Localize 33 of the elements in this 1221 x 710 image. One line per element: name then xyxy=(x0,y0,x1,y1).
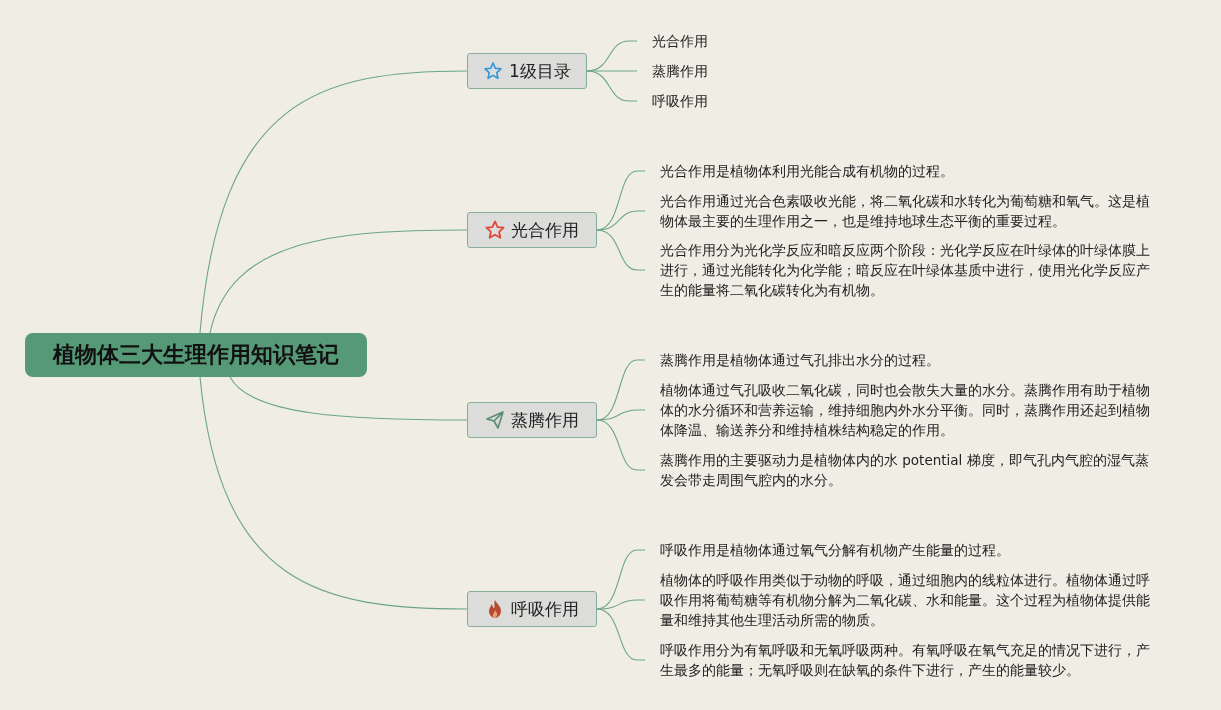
connector xyxy=(596,229,646,271)
topic-box xyxy=(467,591,597,627)
connector xyxy=(596,608,646,661)
note-text: 呼吸作用 xyxy=(652,92,708,111)
connector xyxy=(199,70,468,334)
topic-label: 光合作用 xyxy=(511,218,579,242)
note-text: 植物体的呼吸作用类似于动物的呼吸，通过细胞内的线粒体进行。植物体通过呼吸作用将葡萄糖等有机物分解为二氧化碳、水和能量。这个过程为植物体提供能量和维持其他生理活动所需的物质。 xyxy=(660,571,1151,630)
connector xyxy=(596,210,646,231)
topic-box xyxy=(467,212,597,248)
connector xyxy=(209,229,468,334)
note-text: 光合作用是植物体利用光能合成有机物的过程。 xyxy=(660,162,954,181)
note-text: 光合作用通过光合色素吸收光能，将二氧化碳和水转化为葡萄糖和氧气。这是植物体最主要的生理作用之一，也是维持地球生态平衡的重要过程。 xyxy=(660,192,1151,231)
note-text: 光合作用 xyxy=(652,32,708,51)
connector xyxy=(586,70,638,72)
connector xyxy=(596,599,646,610)
connector xyxy=(596,409,646,421)
connector xyxy=(596,419,646,471)
topic-box xyxy=(467,53,587,89)
topic-label: 1级目录 xyxy=(509,59,571,83)
topic-label: 呼吸作用 xyxy=(511,597,579,621)
connector xyxy=(199,376,468,610)
note-text: 光合作用分为光化学反应和暗反应两个阶段：光化学反应在叶绿体的叶绿体膜上进行，通过光能转化为化学能；暗反应在叶绿体基质中进行，使用光化学反应产生的能量将二氧化碳转化为有机物。 xyxy=(660,241,1151,300)
connector xyxy=(229,376,468,421)
topic-label: 蒸腾作用 xyxy=(511,408,579,432)
note-text: 蒸腾作用 xyxy=(652,62,708,81)
note-text: 植物体通过气孔吸收二氧化碳，同时也会散失大量的水分。蒸腾作用有助于植物体的水分循环和营养运输，维持细胞内外水分平衡。同时，蒸腾作用还起到植物体降温、输送养分和维持植株结构稳定的作用。 xyxy=(660,381,1151,440)
note-text: 蒸腾作用的主要驱动力是植物体内的水 potential 梯度，即气孔内气腔的湿气蒸发会带走周围气腔内的水分。 xyxy=(660,451,1150,490)
connector xyxy=(586,70,638,102)
note-text: 蒸腾作用是植物体通过气孔排出水分的过程。 xyxy=(660,351,940,370)
root-topic-box: 植物体三大生理作用知识笔记 xyxy=(25,333,367,377)
note-text: 呼吸作用是植物体通过氧气分解有机物产生能量的过程。 xyxy=(660,541,1010,560)
topic-box xyxy=(467,402,597,438)
note-text: 呼吸作用分为有氧呼吸和无氧呼吸两种。有氧呼吸在氧气充足的情况下进行，产生最多的能量；无氧呼吸则在缺氧的条件下进行，产生的能量较少。 xyxy=(660,641,1151,680)
